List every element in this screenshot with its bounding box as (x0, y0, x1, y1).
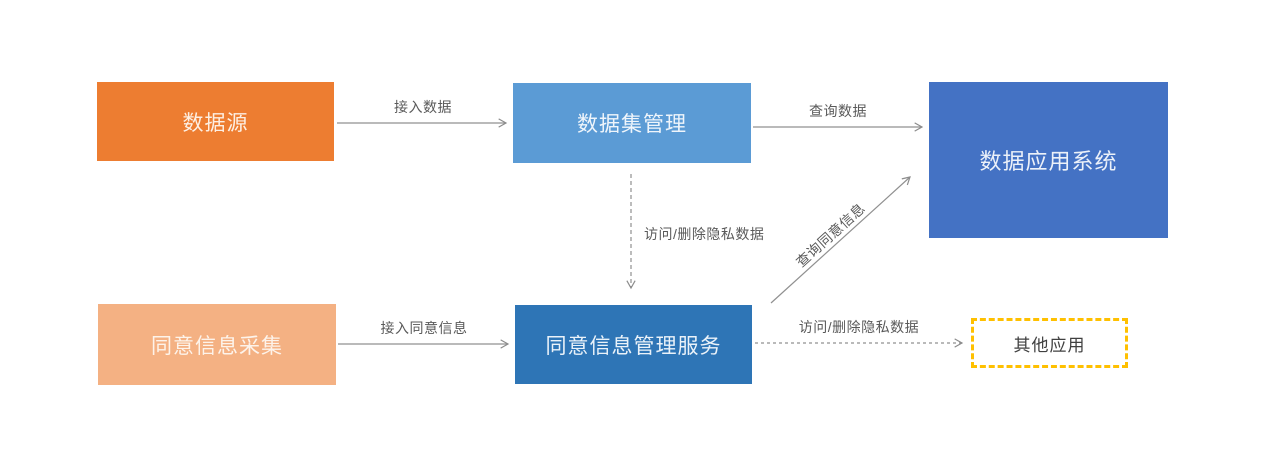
node-data-application-system-label: 数据应用系统 (979, 149, 1118, 174)
node-data-source-label: 数据源 (182, 111, 249, 135)
node-data-source: 数据源 (97, 82, 334, 161)
node-other-applications-label: 其他应用 (1013, 335, 1086, 355)
edge-label-access-delete-private-data-horizontal: 访问/删除隐私数据 (798, 319, 920, 335)
edge-label-access-delete-private-data-vertical: 访问/删除隐私数据 (644, 226, 765, 242)
node-consent-management-service-label: 同意信息管理服务 (545, 334, 722, 358)
node-consent-management-service: 同意信息管理服务 (515, 305, 752, 384)
node-consent-info-collection: 同意信息采集 (98, 304, 336, 385)
node-dataset-management-label: 数据集管理 (577, 113, 687, 136)
edge-label-query-consent-info: 查询同意信息 (792, 199, 869, 271)
edge-label-query-data: 查询数据 (809, 103, 867, 119)
edge-query-consent-info (770, 176, 911, 304)
node-dataset-management: 数据集管理 (513, 83, 751, 163)
node-consent-info-collection-label: 同意信息采集 (151, 334, 283, 358)
edge-label-access-consent-info: 接入同意信息 (380, 320, 468, 336)
node-data-application-system: 数据应用系统 (929, 82, 1168, 238)
node-other-applications: 其他应用 (971, 318, 1128, 368)
edge-label-access-data: 接入数据 (394, 99, 452, 115)
